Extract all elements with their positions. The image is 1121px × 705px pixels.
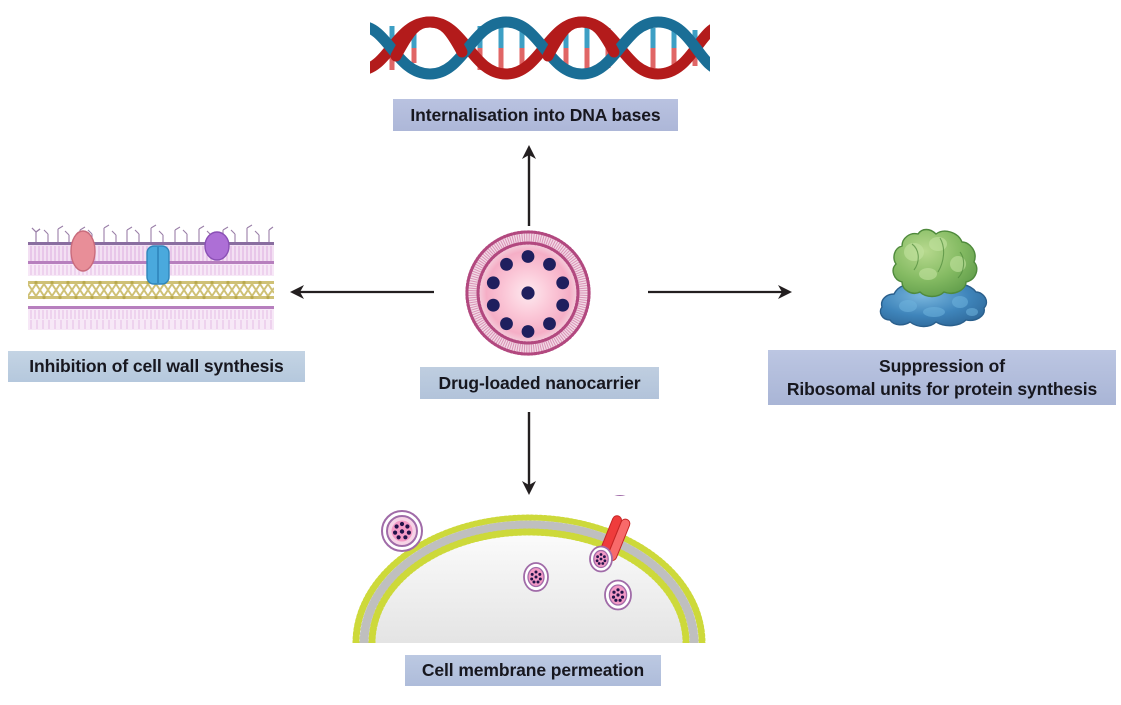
ribosome-icon [872,222,1004,340]
membrane-channel-protein-blue [146,245,170,285]
liposome-nanocarrier-icon [463,228,593,358]
lipid-bilayer [352,514,706,648]
drug-particles [486,250,570,338]
label-drug-loaded-nanocarrier: Drug-loaded nanocarrier [420,367,659,399]
label-line-2: Ribosomal units for protein synthesis [786,378,1098,399]
label-suppression-of-ribosomal-units: Suppression of Ribosomal units for prote… [768,350,1116,405]
nanoparticle-internalised-1 [523,562,549,592]
nanoparticle-crossing [381,510,423,552]
membrane-protein-red [70,230,96,272]
label-cell-membrane-permeation: Cell membrane permeation [405,655,661,686]
label-inhibition-of-cell-wall-synthesis: Inhibition of cell wall synthesis [8,351,305,382]
nanoparticle-internalised-3 [604,579,632,611]
arrow-down-to-membrane [522,412,536,495]
bacterial-cell-wall-icon [27,218,275,330]
nanoparticle-internalised-2 [589,545,613,573]
label-internalisation-into-dna-bases: Internalisation into DNA bases [393,99,678,131]
cell-membrane-dome-icon [338,458,720,648]
label-line-1: Suppression of [879,356,1005,377]
dna-double-helix-icon [370,2,710,94]
arrow-right-to-ribosome [648,285,792,299]
arrow-up-to-dna [522,145,536,226]
membrane-protein-purple [204,231,230,261]
arrow-left-to-wall [290,285,434,299]
